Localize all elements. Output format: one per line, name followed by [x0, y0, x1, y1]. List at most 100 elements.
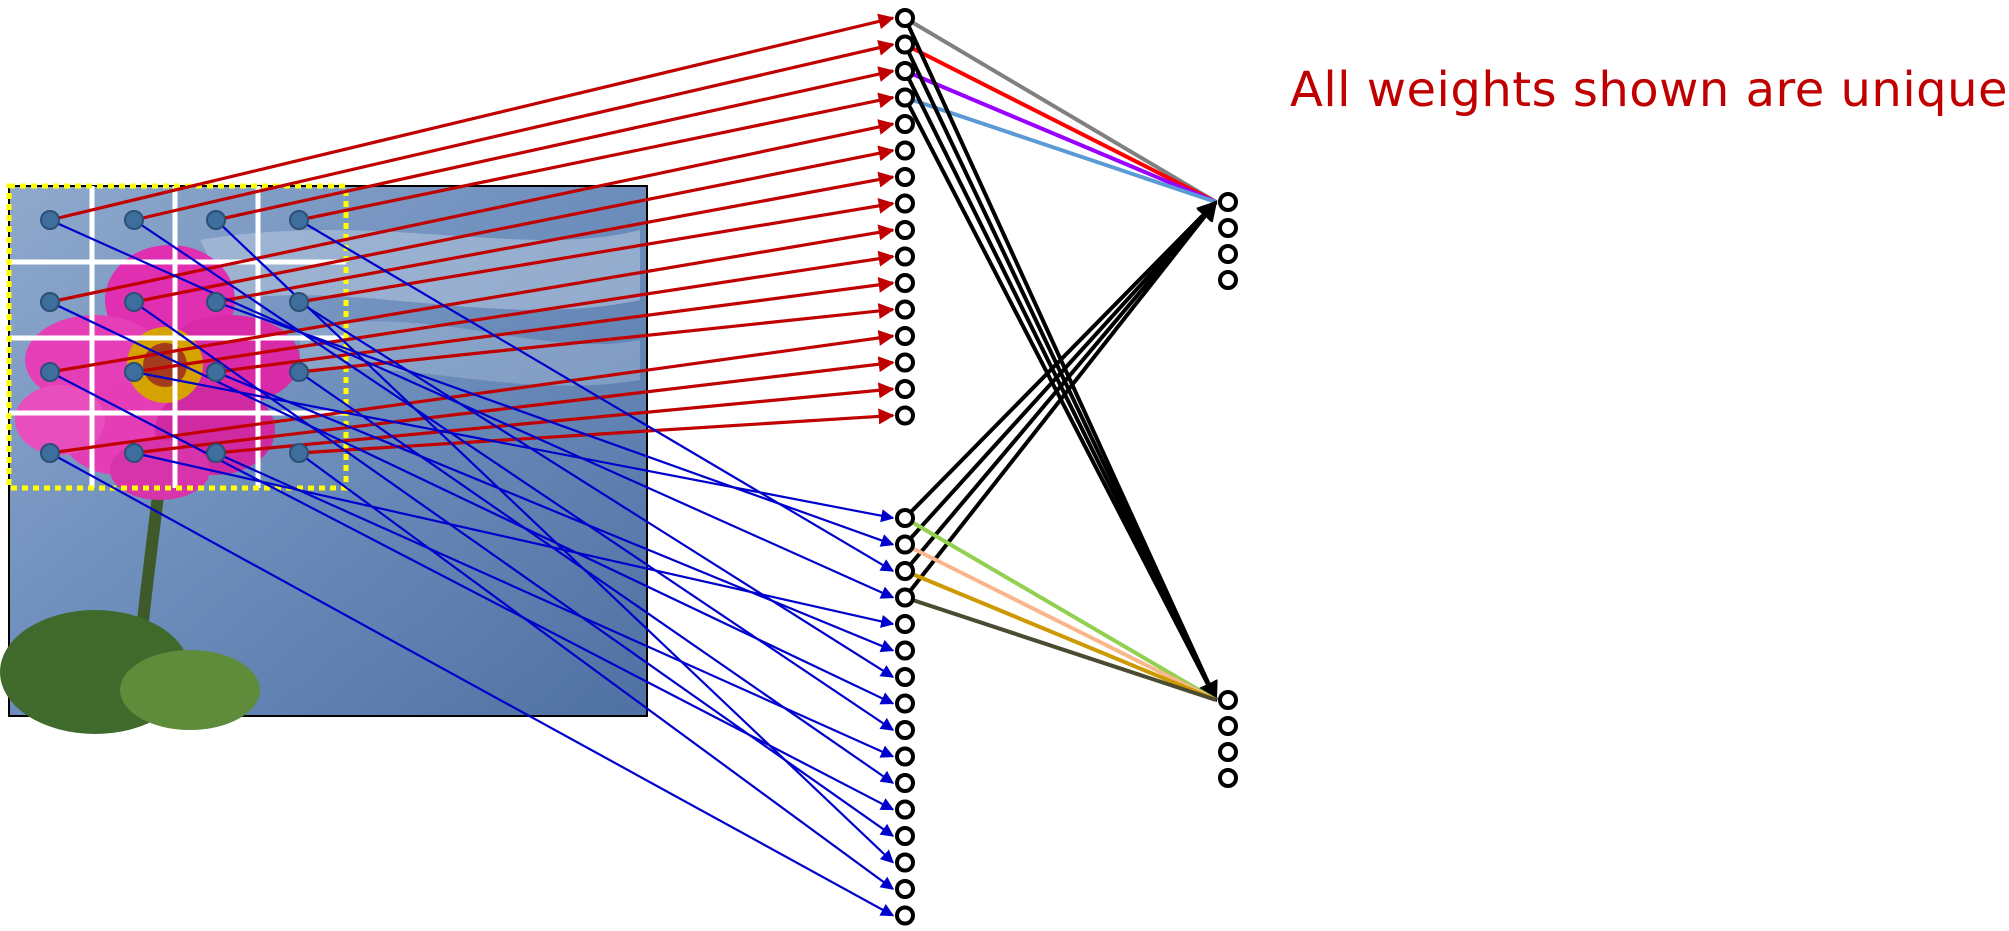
feature-map-1-neuron	[895, 299, 915, 320]
input-node	[124, 443, 144, 463]
black-weight-arrow	[903, 200, 1218, 520]
input-node	[289, 210, 309, 230]
feature-map-2-neuron	[895, 852, 915, 873]
blue-weight-arrow	[215, 300, 895, 547]
feature-map-1-neuron	[895, 61, 915, 81]
blue-weight-arrow	[133, 370, 895, 523]
feature-map-1-neuron	[895, 405, 915, 426]
feature-map-2-neuron	[895, 693, 915, 714]
blue-weight-arrow	[298, 219, 895, 572]
red-weight-arrow	[215, 171, 895, 304]
red-weight-arrow	[133, 145, 895, 304]
feature-map-2-neuron	[895, 614, 915, 634]
red-weight-arrow	[215, 66, 895, 222]
input-node	[206, 210, 226, 230]
receptive-window-outline	[6, 183, 349, 491]
input-node	[289, 292, 309, 312]
colored-weight-line	[904, 42, 1217, 204]
input-node	[124, 362, 144, 382]
next-layer-neuron	[1218, 270, 1238, 290]
feature-map-2-neuron	[895, 826, 915, 846]
neurons	[40, 8, 1238, 926]
input-node	[206, 362, 226, 382]
blue-weight-arrow	[215, 451, 895, 758]
input-node	[206, 292, 226, 312]
feature-map-1-neuron	[895, 114, 915, 134]
weight-connections	[49, 13, 1218, 917]
blue-weight-arrow	[298, 371, 895, 784]
feature-map-2-neuron	[895, 508, 915, 528]
blue-weight-arrow	[49, 218, 895, 599]
blue-weight-arrow	[215, 370, 895, 653]
input-node	[124, 210, 144, 230]
red-weight-arrow	[215, 382, 895, 455]
feature-map-1-neuron	[895, 352, 915, 373]
red-weight-arrow	[298, 92, 895, 222]
feature-map-1-neuron	[895, 8, 915, 28]
feature-map-2-neuron	[895, 667, 915, 687]
next-layer-neuron	[1218, 244, 1238, 264]
input-node	[40, 443, 60, 463]
next-layer-neuron	[1218, 768, 1238, 788]
feature-map-1-neuron	[895, 220, 915, 240]
feature-map-1-neuron	[895, 140, 915, 161]
input-node	[40, 292, 60, 312]
red-weight-arrow	[49, 224, 895, 374]
input-node	[40, 210, 60, 230]
next-layer-neuron	[1218, 218, 1238, 238]
colored-weight-line	[904, 595, 1217, 702]
input-node	[289, 362, 309, 382]
feature-map-1-neuron	[895, 379, 915, 399]
red-weight-arrow	[49, 13, 895, 222]
red-weight-arrow	[298, 197, 895, 304]
blue-weight-arrow	[133, 219, 895, 731]
black-weight-arrow	[903, 200, 1218, 599]
feature-map-1-neuron	[895, 246, 915, 267]
blue-weight-arrow	[49, 301, 895, 705]
colored-weight-line	[904, 95, 1217, 204]
blue-weight-arrow	[133, 451, 895, 628]
input-node	[289, 443, 309, 463]
black-weight-arrow	[903, 200, 1218, 546]
feature-map-2-neuron	[895, 640, 915, 661]
next-layer-neuron	[1218, 690, 1238, 710]
caption: All weights shown are unique	[1290, 62, 2009, 118]
colored-weight-line	[903, 516, 1218, 702]
blue-weight-arrow	[298, 452, 895, 890]
feature-map-2-neuron	[895, 905, 915, 926]
next-layer-neuron	[1218, 192, 1238, 212]
feature-map-2-neuron	[895, 773, 915, 793]
feature-map-2-neuron	[895, 746, 915, 767]
colored-weight-line	[904, 542, 1217, 702]
feature-map-1-neuron	[895, 34, 915, 55]
feature-map-2-neuron	[895, 534, 915, 555]
colored-weight-line	[904, 69, 1217, 204]
feature-map-1-neuron	[895, 193, 915, 214]
feature-map-1-neuron	[895, 273, 915, 293]
blue-weight-arrow	[49, 452, 895, 917]
blue-weight-arrow	[49, 371, 895, 811]
blue-weight-arrow	[298, 301, 895, 678]
feature-map-2-neuron	[895, 879, 915, 899]
red-weight-arrow	[215, 276, 895, 374]
feature-map-2-neuron	[895, 799, 915, 820]
black-weight-arrow	[903, 200, 1218, 573]
feature-map-2-neuron	[895, 587, 915, 608]
colored-weight-line	[904, 569, 1217, 702]
feature-map-2-neuron	[895, 561, 915, 581]
feature-map-2-neuron	[895, 720, 915, 740]
leaf	[120, 650, 260, 730]
red-weight-arrow	[133, 250, 895, 374]
next-layer-neuron	[1218, 742, 1238, 762]
red-weight-arrow	[49, 119, 895, 304]
red-weight-arrow	[133, 39, 895, 222]
colored-weight-line	[903, 16, 1218, 204]
input-node	[40, 362, 60, 382]
feature-map-1-neuron	[895, 87, 915, 108]
next-layer-neuron	[1218, 716, 1238, 736]
input-node	[124, 292, 144, 312]
feature-map-1-neuron	[895, 326, 915, 346]
input-node	[206, 443, 226, 463]
red-weight-arrow	[298, 303, 895, 374]
